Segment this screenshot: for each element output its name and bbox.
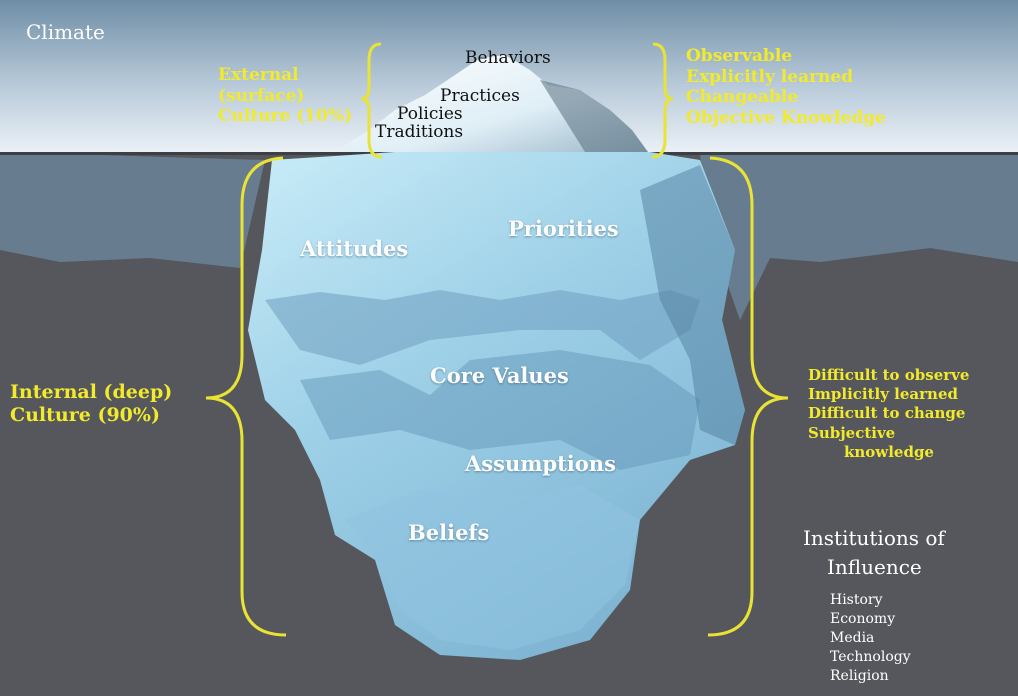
ice-item-core-values: Core Values [430,363,569,388]
ice-facet-middle [300,350,700,470]
diagram-title: Climate [26,20,105,44]
iceberg-tip [335,55,648,152]
deep-right-bracket [707,156,789,637]
institution-item: Technology [830,648,911,665]
ice-facet-upper [265,290,700,365]
surface-trait: Explicitly learned [686,66,854,87]
ice-facet-lower [345,485,640,650]
surface-trait: Objective Knowledge [686,108,886,129]
surface-trait: Changeable [686,87,799,108]
institution-item: Economy [830,610,896,627]
tip-item-practices: Practices [440,86,520,106]
institution-item: Religion [830,667,889,684]
iceberg-tip-shadow [540,80,648,152]
deep-trait: Difficult to observe [808,366,970,384]
ice-item-assumptions: Assumptions [465,451,616,476]
deep-label-line: Internal (deep) [10,381,173,403]
institutions-title: Institutions of [803,526,945,550]
ice-item-beliefs: Beliefs [408,520,490,545]
institutions-list: History Economy Media Technology Religio… [830,591,911,685]
institutions-title-second-line: Influence [827,555,922,579]
surface-left-bracket [360,42,383,159]
underwater-haze-right [700,152,1018,320]
surface-label-line: External [218,65,299,85]
deep-label-line: Culture (90%) [10,404,160,427]
ice-item-priorities: Priorities [508,216,619,241]
deep-trait: Implicitly learned [808,385,958,404]
tip-item-policies: Policies [397,104,463,124]
surface-label-line: (surface) [218,85,305,106]
surface-trait: Observable [686,46,793,66]
institution-item: History [830,592,883,608]
deep-left-bracket [205,156,287,637]
deep-trait: knowledge [844,442,934,461]
institution-item: Media [830,629,875,646]
underwater-haze-left [0,152,265,268]
surface-right-bracket [651,42,674,159]
surface-traits-list: Observable Explicitly learned Changeable… [686,46,886,129]
tip-item-behaviors: Behaviors [465,48,551,68]
deep-trait: Difficult to change [808,404,966,423]
ice-item-attitudes: Attitudes [300,236,409,261]
deep-traits-list: Difficult to observe Implicitly learned … [808,366,969,462]
tip-item-traditions: Traditions [375,122,464,142]
surface-label-line: Culture (10%) [218,106,353,127]
deep-trait: Subjective [808,423,896,442]
deep-culture-label: Internal (deep) Culture (90%) [10,381,172,427]
surface-culture-label: External (surface) Culture (10%) [218,65,352,127]
ice-facet-right-shadow [640,165,745,445]
